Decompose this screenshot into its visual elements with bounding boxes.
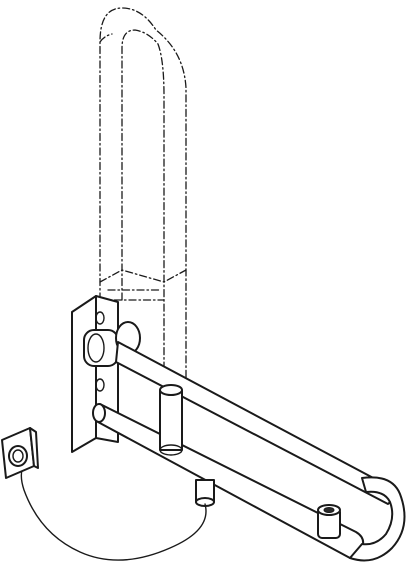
wall-switch — [1, 427, 39, 479]
mounting-hole-bottom — [95, 378, 105, 392]
mounting-hole-top — [95, 311, 105, 325]
u-bend — [349, 476, 406, 562]
cable — [20, 469, 207, 561]
upper-bar — [115, 341, 395, 505]
support-leg — [159, 384, 183, 456]
actuator-stub — [195, 479, 215, 507]
flush-button — [317, 504, 341, 539]
